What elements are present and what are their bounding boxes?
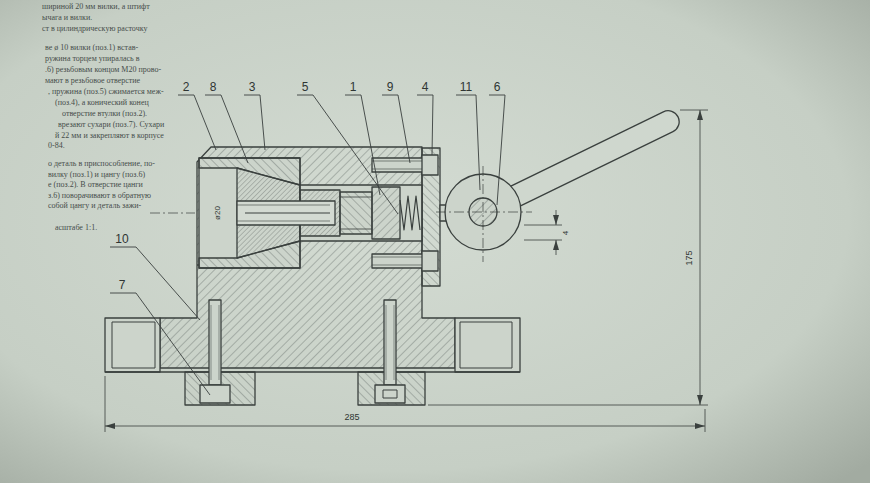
callout-number: 3	[249, 81, 256, 93]
callout-number: 6	[494, 81, 501, 93]
note-text: отверстие втулки (поз.2).	[62, 110, 147, 118]
base-bottom	[105, 371, 520, 372]
callout-number: 7	[119, 279, 126, 291]
note-text: врезают сухари (поз.7). Сухари	[58, 121, 164, 129]
leader-line	[205, 95, 248, 163]
note-text: о деталь в приспособление, по-	[48, 160, 155, 168]
note-text: мают в резьбовое отверстие	[45, 77, 140, 85]
note-text: собой цангу и деталь зажи-	[48, 202, 141, 210]
base-lug	[455, 318, 520, 372]
lug-slot	[460, 322, 512, 368]
housing-body	[160, 147, 455, 368]
leader-line	[297, 95, 398, 214]
leader-line	[110, 247, 200, 320]
note-text: ве ø 10 вилки (поз.1) встав-	[45, 44, 138, 52]
collet-slot	[245, 213, 330, 214]
leader-line	[456, 95, 480, 190]
fork	[372, 187, 400, 239]
callout-number: 10	[115, 233, 128, 245]
note-text: ычага и вилки.	[42, 14, 92, 22]
bolt-thread	[211, 305, 394, 380]
dimension-line	[556, 210, 557, 225]
callout-number: 8	[210, 81, 217, 93]
dimension-value: 4	[562, 231, 570, 235]
leader-line	[110, 293, 210, 395]
axis-line	[150, 213, 195, 214]
dimension-line	[700, 110, 701, 405]
screw-thread	[372, 161, 422, 169]
bolt-head	[375, 385, 405, 403]
note-text: ружина торцем упиралась в	[45, 55, 139, 63]
screw-head	[422, 251, 438, 271]
lever-handle	[498, 107, 683, 212]
note-text: е (поз.2). В отверстие цанги	[48, 181, 143, 189]
note-text: , пружина (поз.5) сжимается меж-	[48, 88, 164, 96]
screw-thread	[372, 257, 422, 265]
extension-lines	[524, 225, 562, 240]
spring	[400, 196, 420, 230]
leader-line	[178, 95, 216, 150]
dimension-value: 175	[685, 250, 694, 265]
collet-slot-edges	[237, 205, 330, 221]
dimension-value: 285	[344, 413, 359, 422]
leader-line	[489, 95, 505, 205]
note-text: асштабе 1:1.	[55, 224, 97, 232]
center-lines	[436, 166, 532, 262]
dimension-value: ø20	[214, 205, 222, 221]
bolt-socket	[383, 390, 397, 398]
note-text: вилку (поз.1) и цангу (поз.6)	[48, 171, 145, 179]
callout-number: 9	[387, 81, 394, 93]
leader-line	[417, 95, 433, 155]
screw-head	[422, 155, 438, 175]
dimension-line	[556, 240, 557, 255]
leader-line	[345, 95, 380, 195]
leader-line	[382, 95, 410, 163]
screw	[372, 254, 424, 268]
note-text: 0-84.	[48, 142, 65, 150]
leader-line	[244, 95, 265, 150]
cover-plate	[422, 148, 440, 286]
note-text: .6) резьбовым концом М20 прово-	[45, 66, 161, 74]
callout-number: 4	[422, 81, 429, 93]
callout-number: 1	[350, 81, 357, 93]
note-text: ст в цилиндрическую расточку	[42, 25, 147, 33]
extension-lines	[105, 376, 705, 432]
lug-slot	[112, 322, 155, 368]
callout-number: 11	[460, 81, 472, 93]
note-text: (поз.4), а конический конец	[55, 99, 149, 107]
base-lug	[105, 318, 160, 372]
note-text: з.6) поворачивают в обратную	[48, 192, 151, 200]
collet-inner-bore	[237, 201, 335, 225]
extension-lines	[428, 110, 708, 405]
callout-number: 5	[302, 81, 309, 93]
collet-thread	[340, 192, 372, 234]
callout-number: 2	[183, 81, 190, 93]
screw	[372, 158, 424, 172]
note-text: шириной 20 мм вилки, а штифт	[42, 3, 150, 11]
thread-lines	[340, 197, 372, 229]
dimension-line	[105, 426, 705, 427]
note-text: й 22 мм и закрепляют в корпусе	[55, 132, 164, 140]
